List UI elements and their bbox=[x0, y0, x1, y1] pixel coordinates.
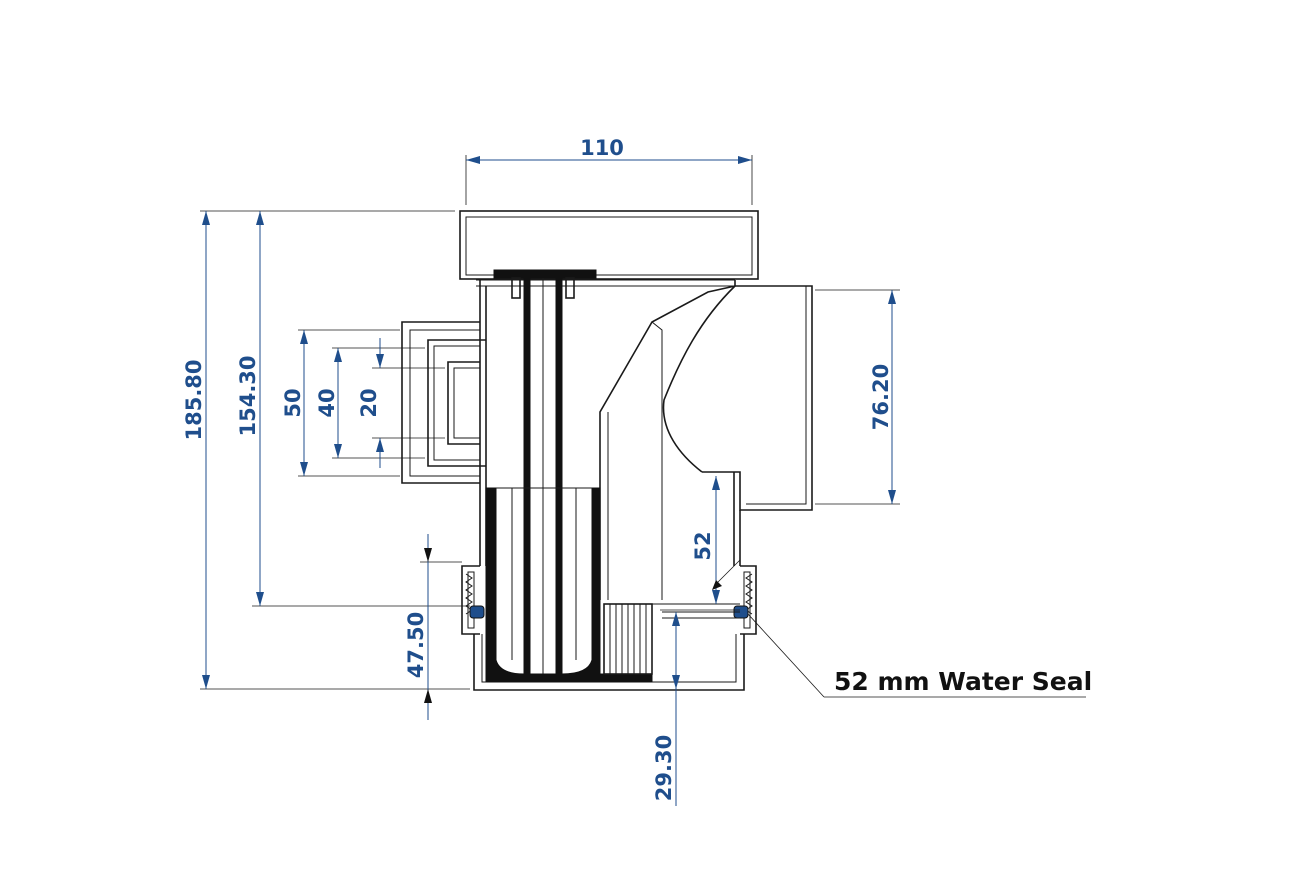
dim-outlet-76: 76.20 bbox=[869, 290, 896, 504]
water-seal-callout: 52 mm Water Seal bbox=[712, 559, 1092, 698]
dim-label-52: 52 bbox=[691, 531, 715, 560]
dim-label-47: 47.50 bbox=[404, 612, 428, 678]
trap-body bbox=[401, 210, 813, 691]
dim-label-76: 76.20 bbox=[869, 364, 893, 430]
water-seal-note: 52 mm Water Seal bbox=[834, 667, 1092, 696]
dim-label-110: 110 bbox=[580, 136, 624, 160]
dim-label-185: 185.80 bbox=[182, 359, 206, 440]
dim-label-40: 40 bbox=[315, 388, 339, 417]
dim-width-110: 110 bbox=[466, 136, 752, 164]
dim-inlet-40: 40 bbox=[315, 348, 342, 458]
standpipe bbox=[485, 269, 653, 683]
extension-lines bbox=[200, 155, 900, 690]
dim-label-50: 50 bbox=[281, 388, 305, 417]
dim-inlet-20: 20 bbox=[357, 338, 384, 468]
dim-label-154: 154.30 bbox=[236, 355, 260, 436]
dim-height-185: 185.80 bbox=[182, 211, 210, 689]
dim-inlet-50: 50 bbox=[281, 330, 308, 476]
dim-label-29: 29.30 bbox=[652, 735, 676, 801]
dim-trap-47: 47.50 bbox=[404, 534, 432, 720]
dim-label-20: 20 bbox=[357, 388, 381, 417]
dim-bottom-29: 29.30 bbox=[652, 612, 680, 806]
dim-height-154: 154.30 bbox=[236, 211, 264, 606]
